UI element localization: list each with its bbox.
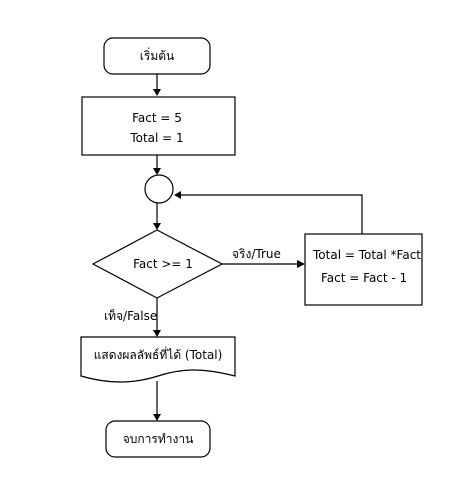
arrowhead-junction-to-decision: [153, 223, 161, 230]
loop-fact-label: Fact = Fact - 1: [321, 271, 407, 285]
junction-connector-circle: [144, 174, 174, 204]
init-fact-label: Fact = 5: [132, 111, 182, 125]
false-branch-label: เท็จ/False: [104, 308, 157, 323]
arrowhead-output-to-end: [153, 414, 161, 421]
init-process-node: Fact = 5 Total = 1: [81, 96, 236, 156]
loop-process-shape: [304, 233, 423, 306]
arrowhead-start-to-init: [153, 89, 161, 96]
end-terminator-shape: [105, 420, 211, 458]
init-process-shape: [81, 96, 236, 156]
true-branch-label: จริง/True: [232, 247, 281, 261]
start-node: เริ่มต้น: [103, 37, 211, 75]
arrowhead-loop-back: [174, 191, 181, 199]
connector-loop-back: [181, 194, 363, 234]
init-total-label: Total = 1: [129, 131, 183, 145]
output-document-shape: [80, 336, 236, 383]
decision-label: Fact >= 1: [133, 257, 193, 271]
loop-process-node: Total = Total *Fact Fact = Fact - 1: [304, 233, 423, 306]
end-node: จบการทำงาน: [105, 420, 211, 458]
decision-node: Fact >= 1: [91, 229, 224, 299]
arrowhead-decision-true: [297, 260, 305, 268]
loop-total-label: Total = Total *Fact: [312, 248, 421, 262]
output-document-node: แสดงผลลัพธ์ที่ได้ (Total): [80, 336, 236, 383]
arrowhead-init-to-junction: [153, 168, 161, 175]
end-label: จบการทำงาน: [123, 432, 194, 446]
output-label: แสดงผลลัพธ์ที่ได้ (Total): [94, 346, 223, 362]
start-label: เริ่มต้น: [140, 47, 174, 63]
arrowhead-decision-false: [153, 330, 161, 337]
